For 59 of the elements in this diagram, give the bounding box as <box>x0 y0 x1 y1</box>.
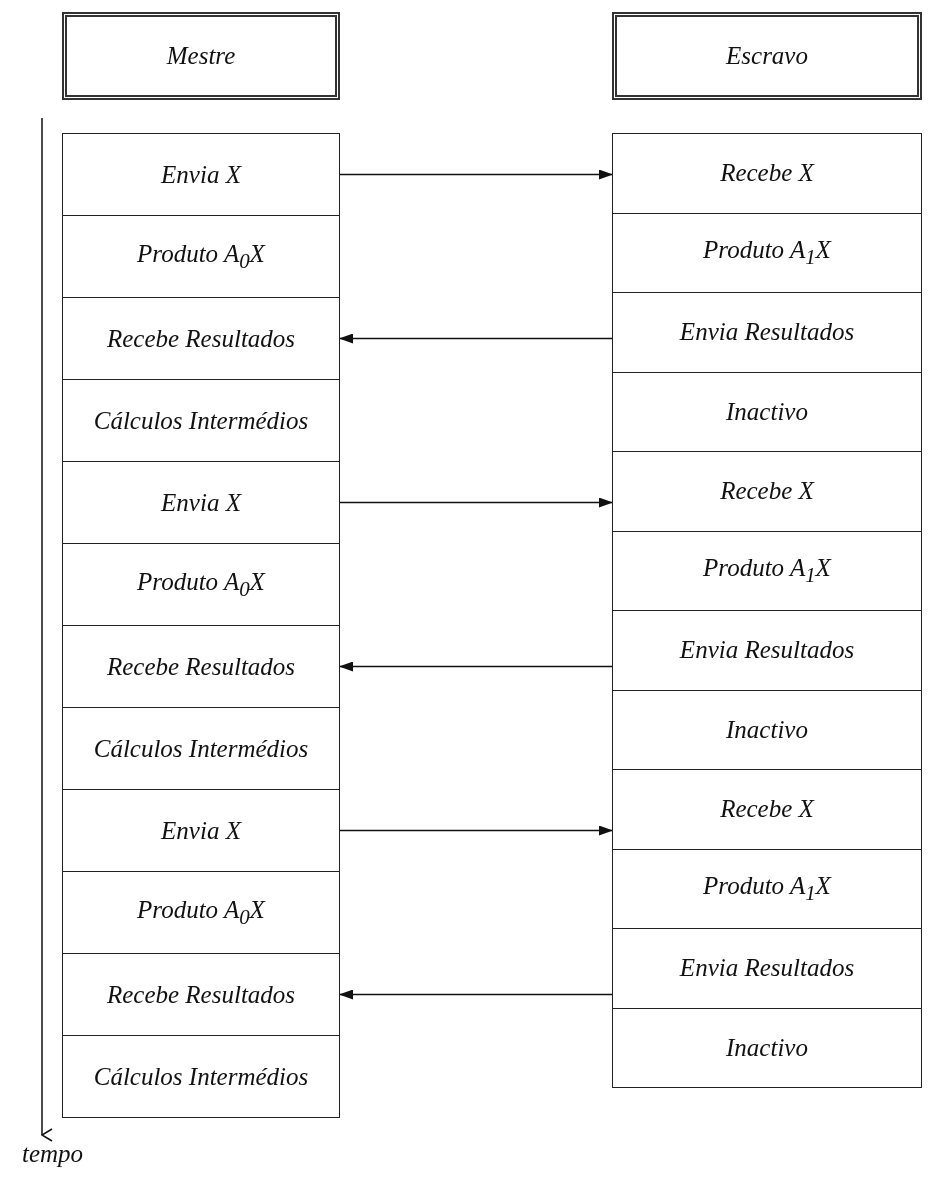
step-label: Recebe X <box>720 795 814 824</box>
step-label: Recebe Resultados <box>106 324 296 353</box>
step-box <box>612 451 922 532</box>
step-box <box>62 297 340 380</box>
step-box <box>62 625 340 708</box>
message-arrow <box>339 333 613 344</box>
step-box <box>612 769 922 850</box>
step-box <box>62 871 340 954</box>
step-label: Envia Resultados <box>679 636 855 665</box>
message-arrow <box>339 661 613 672</box>
step-box <box>612 292 922 373</box>
step-box <box>62 953 340 1036</box>
message-arrow <box>339 825 613 836</box>
step-label: Produto A$_{1}$X <box>703 871 831 906</box>
step-label: Envia X <box>161 160 241 189</box>
step-box <box>62 789 340 872</box>
step-box <box>612 212 922 293</box>
step-label: Envia Resultados <box>679 318 855 347</box>
step-label: Cálculos Intermédios <box>93 1062 309 1091</box>
step-label: Produto A$_{0}$X <box>137 239 265 274</box>
step-label: Produto A$_{1}$X <box>703 553 831 588</box>
step-label: Inactivo <box>726 397 808 426</box>
step-box <box>62 1035 340 1118</box>
lane-header <box>612 12 922 100</box>
message-arrow <box>339 497 613 508</box>
step-box <box>62 461 340 544</box>
step-box <box>62 707 340 790</box>
step-label: Inactivo <box>726 715 808 744</box>
step-label: Envia X <box>161 816 241 845</box>
step-box <box>62 379 340 462</box>
step-box <box>62 215 340 298</box>
message-arrow <box>339 169 613 180</box>
step-box <box>62 133 340 216</box>
axis-label: tempo <box>22 1140 84 1168</box>
lane-title: Escravo <box>726 42 808 70</box>
message-arrow <box>339 989 613 1000</box>
step-label: Recebe X <box>720 159 814 188</box>
step-box <box>612 1007 922 1088</box>
step-label: Produto A$_{1}$X <box>703 235 831 270</box>
step-label: Recebe X <box>720 477 814 506</box>
step-box <box>612 928 922 1009</box>
step-box <box>612 133 922 214</box>
step-label: Envia Resultados <box>679 954 855 983</box>
step-label: Produto A$_{0}$X <box>137 895 265 930</box>
step-box <box>612 610 922 691</box>
step-label: Recebe Resultados <box>106 652 296 681</box>
step-label: Cálculos Intermédios <box>93 406 309 435</box>
lane-header <box>62 12 340 100</box>
step-label: Envia X <box>161 488 241 517</box>
step-label: Produto A$_{0}$X <box>137 567 265 602</box>
step-box <box>612 848 922 929</box>
step-box <box>62 543 340 626</box>
step-box <box>612 371 922 452</box>
step-label: Cálculos Intermédios <box>93 734 309 763</box>
step-box <box>612 530 922 611</box>
step-box <box>612 689 922 770</box>
lane-title: Mestre <box>166 42 236 70</box>
step-label: Inactivo <box>726 1033 808 1062</box>
step-label: Recebe Resultados <box>106 980 296 1009</box>
